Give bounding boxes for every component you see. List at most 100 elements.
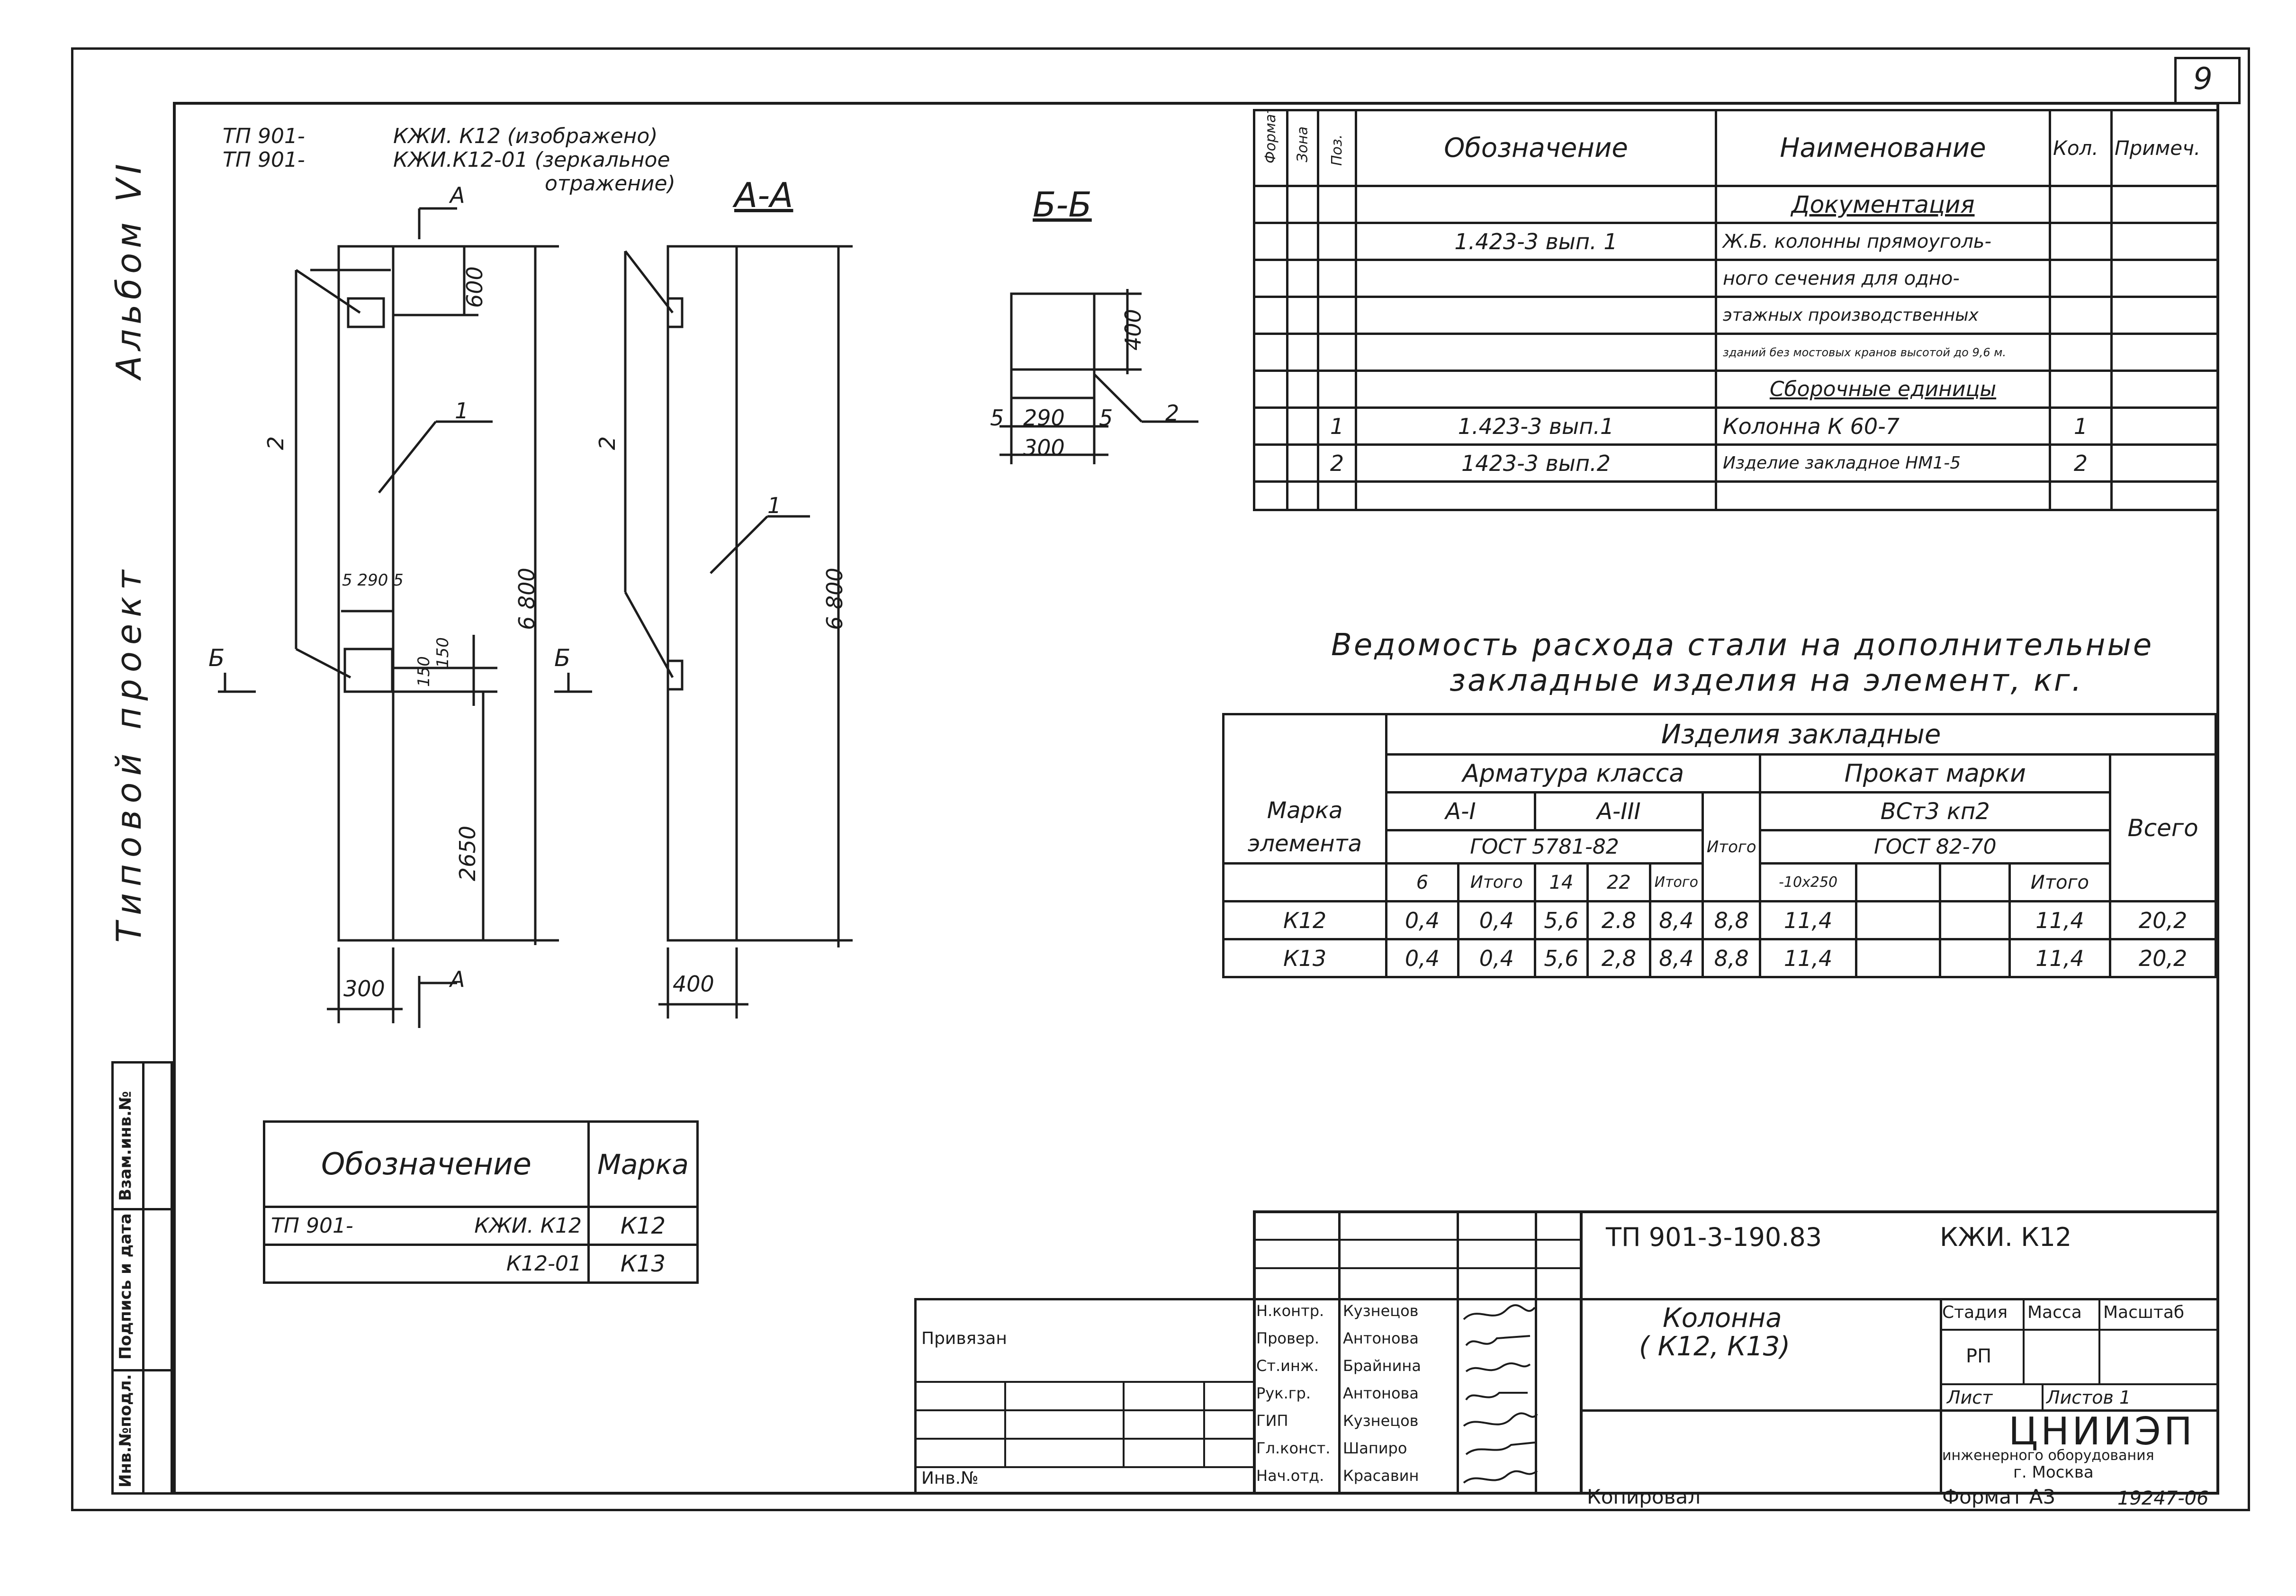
spec-row: зданий без мостовых кранов высотой до 9,…	[1253, 333, 2219, 372]
spec-row: этажных производственных	[1253, 296, 2219, 335]
tb-left	[1253, 1210, 1256, 1495]
item-name-1: Колонна	[1663, 1303, 1782, 1334]
spec-h-note: Примеч.	[2110, 109, 2219, 187]
ref-text-3: отражение)	[545, 171, 675, 196]
tb-col	[1535, 1210, 1537, 1495]
outer-border	[71, 47, 2250, 1511]
ref-text-2: КЖИ.К12-01 (зеркальное	[393, 148, 670, 172]
tb-row	[1580, 1409, 2219, 1412]
ref-code-2: ТП 901-	[223, 148, 305, 172]
album-label: Альбом VI	[109, 159, 149, 379]
spec-h-pos: Поз.	[1317, 109, 1357, 187]
section-bb-title: Б-Б	[1033, 185, 1092, 225]
embedded-part-top	[347, 297, 385, 328]
tb-row	[1253, 1267, 1582, 1269]
strip-inv-label: Инв.№подл.	[116, 1374, 135, 1488]
variants-h-designation: Обозначение	[263, 1120, 590, 1208]
variants-h-mark: Марка	[587, 1120, 699, 1208]
leader	[624, 591, 674, 678]
dim-400: 400	[673, 971, 714, 997]
name-1: Кузнецов	[1343, 1302, 1419, 1320]
name-6: Шапиро	[1343, 1439, 1407, 1457]
project-label: Типовой проект	[109, 563, 149, 943]
spec-header-row: Формат Зона Поз. Обозначение Наименовани…	[1253, 109, 2219, 187]
steel-h-itogo1: Итого	[1457, 862, 1536, 902]
section-bb-drawing	[999, 289, 1198, 464]
item-name-2: ( К12, К13)	[1639, 1331, 1791, 1362]
steel-h-itogo: Итого	[1701, 791, 1762, 902]
doc-code: ТП 901-3-190.83	[1606, 1222, 1822, 1252]
org-sub: инженерного оборудования	[1942, 1447, 2154, 1464]
variants-row: ТП 901-КЖИ. К12 К12	[263, 1206, 699, 1246]
name-3: Брайнина	[1343, 1357, 1421, 1375]
steel-h-itogo2: Итого	[1648, 862, 1704, 902]
role-4: Рук.гр.	[1256, 1384, 1311, 1402]
steel-h-gost1: ГОСТ 5781-82	[1385, 829, 1704, 865]
leader-1b: 1	[767, 493, 782, 518]
dim-150: 150	[414, 656, 433, 687]
dim-6800: 6 800	[514, 568, 540, 630]
embedded-part-bottom	[343, 648, 394, 693]
bind-row	[914, 1438, 1253, 1440]
inner-border	[173, 102, 2219, 1495]
cut-b-right-label: Б	[554, 644, 571, 672]
dim-150b: 150	[433, 637, 452, 668]
bind-left	[914, 1298, 917, 1495]
bb-dim-5b: 5	[1099, 405, 1113, 431]
tb-col	[1580, 1210, 1583, 1495]
strip-divider	[142, 1061, 144, 1495]
role-3: Ст.инж.	[1256, 1357, 1319, 1375]
steel-h-14: 14	[1533, 862, 1589, 902]
spec-h-qty: Кол.	[2049, 109, 2113, 187]
bound-label: Привязан	[921, 1329, 1007, 1348]
spec-h-name: Наименование	[1715, 109, 2051, 187]
name-4: Антонова	[1343, 1384, 1419, 1402]
variants-row: К12-01 К13	[263, 1244, 699, 1284]
side-embed-bottom	[666, 659, 684, 691]
cut-a-bottom-label: А	[450, 966, 465, 992]
tb-col	[2042, 1383, 2044, 1409]
sheets-header: Листов 1	[2046, 1387, 2131, 1408]
tb-col	[2023, 1298, 2025, 1383]
steel-h-aiii: А-III	[1533, 791, 1704, 831]
tb-col	[1940, 1298, 1942, 1495]
bb-dim-400: 400	[1120, 309, 1146, 351]
bind-col	[1123, 1381, 1125, 1466]
inv-label: Инв.№	[921, 1469, 979, 1488]
variants-table: Обозначение Марка ТП 901-КЖИ. К12 К12 К1…	[263, 1120, 699, 1284]
stage-value: РП	[1966, 1345, 1992, 1367]
column-side-view	[666, 245, 738, 942]
dim-2650: 2650	[455, 825, 480, 881]
leader	[295, 648, 351, 679]
role-1: Н.контр.	[1256, 1302, 1324, 1320]
leader-2b: 2	[594, 436, 620, 450]
bind-row	[914, 1466, 1253, 1468]
spec-row: Документация	[1253, 185, 2219, 224]
dim-300: 300	[343, 976, 385, 1001]
strip-signature-label: Подпись и дата	[116, 1213, 135, 1360]
column-drawing	[218, 207, 853, 1028]
cut-b-left-label: Б	[208, 644, 225, 672]
spec-table: Формат Зона Поз. Обозначение Наименовани…	[1253, 109, 2219, 511]
dim-6800b: 6 800	[822, 568, 847, 630]
steel-h-itogo3: Итого	[2008, 862, 2112, 902]
steel-h-22: 22	[1586, 862, 1651, 902]
bind-col	[1004, 1381, 1006, 1466]
leader	[710, 515, 768, 574]
spec-h-format: Формат	[1253, 109, 1288, 187]
tb-top	[1253, 1210, 2219, 1213]
bb-dim-290: 290	[1023, 405, 1065, 431]
spec-row	[1253, 480, 2219, 511]
section-bb-rect	[1010, 292, 1096, 399]
section-aa-title: А-А	[734, 175, 793, 215]
name-2: Антонова	[1343, 1329, 1419, 1347]
leader-2: 2	[263, 436, 288, 450]
ref-code-1: ТП 901-	[223, 124, 305, 148]
cut-a-top-label: А	[450, 182, 465, 208]
name-7: Красавин	[1343, 1467, 1419, 1485]
signatures	[1463, 1304, 1538, 1484]
bb-dim-300: 300	[1023, 435, 1065, 460]
